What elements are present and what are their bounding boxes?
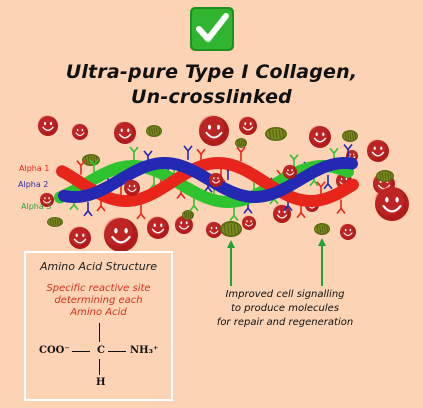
formula-hydrogen: H — [96, 377, 106, 388]
side-chain-icon — [229, 206, 239, 222]
signal-molecule-icon — [47, 217, 63, 227]
smiley-face-icon — [367, 139, 389, 162]
side-chain-icon — [183, 145, 193, 160]
smiley-face-icon — [273, 204, 291, 223]
signal-molecule-icon — [342, 130, 358, 142]
cell-signalling-text: Improved cell signalling to produce mole… — [185, 288, 385, 330]
side-chain-icon — [76, 160, 86, 175]
formula-bond-top — [99, 323, 100, 342]
signal-molecule-icon — [182, 210, 194, 220]
smiley-face-icon — [242, 215, 256, 230]
smiley-face-icon — [72, 123, 88, 140]
formula-bond-bottom — [99, 359, 100, 375]
alpha-2-label: Alpha 2 — [18, 180, 49, 189]
title-line-2: Un-crosslinked — [131, 86, 292, 108]
alpha-2-strand — [58, 157, 358, 203]
alpha-3-strand — [54, 160, 354, 209]
side-chain-icon — [83, 201, 93, 217]
signal-molecule-icon — [376, 170, 394, 182]
smiley-face-icon — [283, 164, 297, 179]
smiley-face-icon — [114, 121, 136, 144]
smiley-face-icon — [40, 192, 54, 207]
alpha-1-label: Alpha 1 — [19, 164, 50, 173]
smiley-face-icon — [69, 226, 91, 249]
smiley-face-icon — [104, 217, 138, 252]
reactive-site-description: Specific reactive site determining each … — [26, 283, 171, 319]
formula-alpha-carbon: C — [97, 345, 105, 356]
smiley-face-icon — [38, 115, 58, 136]
side-chain-icon — [336, 199, 346, 215]
smiley-face-icon — [239, 116, 257, 135]
side-chain-icon — [323, 174, 333, 190]
signal-molecule-icon — [146, 125, 162, 137]
reactive-site-line: determining each — [54, 295, 143, 306]
side-chain-icon — [236, 146, 246, 162]
check-mark-icon — [190, 7, 234, 51]
formula-bond-right — [108, 351, 126, 352]
signal-molecule-icon — [314, 223, 330, 235]
side-chain-icon — [343, 143, 353, 159]
smiley-face-icon — [199, 115, 229, 146]
smiley-face-icon — [209, 172, 223, 187]
alpha-3-label: Alpha 3 — [21, 202, 52, 211]
smiley-face-icon — [147, 216, 169, 239]
pointer-arrow-icon — [227, 240, 235, 286]
reactive-site-line: Specific reactive site — [46, 283, 151, 294]
amino-acid-structure-title: Amino Acid Structure — [39, 260, 157, 273]
title-line-1: Ultra-pure Type I Collagen, — [65, 61, 358, 83]
side-chain-icon — [136, 204, 146, 220]
formula-carboxyl: COO⁻ — [39, 345, 70, 356]
signal-molecule-icon — [220, 221, 242, 237]
reactive-site-line: Amino Acid — [70, 307, 127, 318]
formula-bond-left — [72, 351, 90, 352]
cell-signalling-line: to produce molecules — [230, 303, 340, 314]
smiley-face-icon — [309, 125, 331, 148]
cell-signalling-line: for repair and regeneration — [216, 317, 354, 328]
side-chain-icon — [129, 146, 139, 162]
pointer-arrow-icon — [318, 238, 326, 286]
signal-molecule-icon — [265, 127, 287, 141]
cell-signalling-line: Improved cell signalling — [225, 289, 345, 300]
smiley-face-icon — [340, 223, 356, 240]
amino-acid-structure-box: Amino Acid Structure Specific reactive s… — [24, 251, 173, 401]
signal-molecule-icon — [235, 138, 247, 148]
formula-amino: NH₃⁺ — [130, 345, 159, 356]
smiley-face-icon — [124, 179, 140, 196]
smiley-face-icon — [375, 186, 409, 221]
alpha-1-strand — [56, 156, 359, 208]
smiley-face-icon — [206, 221, 222, 238]
